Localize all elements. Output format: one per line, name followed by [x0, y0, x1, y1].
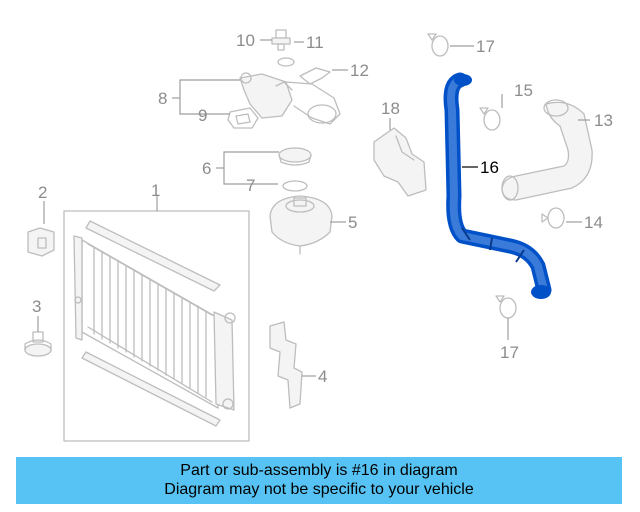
callout-16: 16	[480, 158, 499, 177]
hose-clamp-17-top	[427, 33, 449, 57]
callout-12: 12	[350, 61, 369, 80]
callout-13: 13	[594, 111, 613, 130]
upper-hose	[501, 99, 593, 201]
callout-14: 14	[584, 213, 603, 232]
tank-cap	[278, 147, 312, 166]
banner-line-2: Diagram may not be specific to your vehi…	[164, 481, 474, 498]
callout-17-top: 17	[476, 37, 495, 56]
banner-line-1: Part or sub-assembly is #16 in diagram	[180, 462, 458, 479]
o-ring	[277, 57, 295, 67]
flange-gasket	[227, 107, 259, 129]
callout-6: 6	[202, 159, 211, 178]
hose-clamp-14	[541, 207, 565, 229]
callout-5: 5	[348, 213, 357, 232]
callout-15: 15	[514, 81, 533, 100]
hose-clamp-15	[479, 107, 501, 131]
air-guide	[269, 321, 303, 409]
lower-hose-16	[443, 72, 552, 299]
retaining-clip	[299, 67, 331, 85]
hose-clamp-17-bottom	[495, 295, 517, 319]
info-banner: Part or sub-assembly is #16 in diagram D…	[16, 457, 622, 504]
rubber-mount	[24, 331, 52, 357]
callout-18: 18	[381, 99, 400, 118]
callout-10: 10	[236, 31, 255, 50]
callout-2: 2	[38, 183, 47, 202]
callout-11: 11	[306, 33, 324, 52]
leader-8-9	[179, 79, 240, 115]
callout-1: 1	[151, 181, 160, 200]
expansion-tank	[269, 195, 333, 255]
callout-17-bottom: 17	[500, 343, 519, 362]
temp-sensor	[271, 29, 291, 51]
coolant-flange	[239, 72, 341, 125]
callout-8: 8	[158, 89, 167, 108]
callout-3: 3	[32, 297, 41, 316]
radiator	[63, 210, 250, 442]
callout-7: 7	[246, 176, 255, 195]
callout-9: 9	[198, 106, 207, 125]
callout-4: 4	[318, 367, 327, 386]
mount-bracket	[27, 227, 55, 257]
seal-ring	[282, 180, 308, 192]
air-duct	[373, 127, 427, 197]
